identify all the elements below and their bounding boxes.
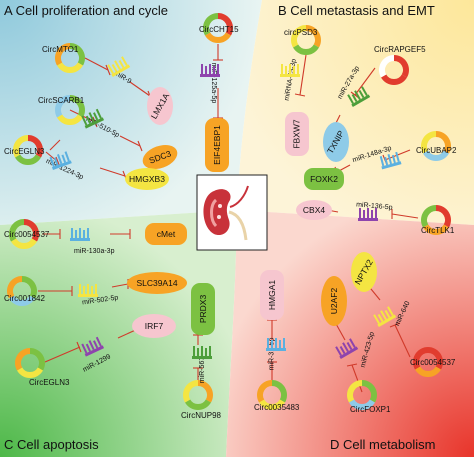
gene-fbxw7: FBXW7 (285, 112, 309, 156)
circrna-ring-icon (15, 348, 45, 378)
quadrant-b-title: B Cell metastasis and EMT (278, 3, 435, 18)
label-circnup98: CircNUP98 (181, 411, 222, 420)
gene-slc39a14: SLC39A14 (127, 272, 187, 294)
label-mir567: miR-567 (199, 356, 207, 384)
circrna-ring-icon (55, 95, 85, 125)
label-circtlk1: CircTLK1 (421, 226, 455, 235)
gene-hmgxb3: HMGXB3 (125, 168, 169, 190)
gene-irf7: IRF7 (132, 314, 176, 338)
label-mir125a: miR-125a-5p (210, 62, 218, 104)
kidney-icon (203, 185, 249, 241)
gene-hmga1: HMGA1 (260, 270, 284, 320)
circrna-ring-icon (379, 55, 409, 85)
circrna-ring-icon (203, 13, 233, 43)
circrna-ring-icon (7, 276, 37, 306)
circrna-ring-icon (55, 43, 85, 73)
label-mir130a: miR-130a-3p (74, 248, 115, 255)
label-circcht15: CircCHT15 (199, 25, 239, 34)
label-circpsd3: circPSD3 (284, 28, 318, 37)
label-circ0054537-c: Circ0054537 (4, 230, 50, 239)
quadrant-c-title: C Cell apoptosis (4, 437, 99, 452)
quadrant-b-bg (237, 0, 474, 225)
gene-eif4ebp1: EIF4EBP1 (205, 118, 229, 172)
label-circfoxp1: CircFOXP1 (350, 405, 391, 414)
gene-lmx1a: LMX1A (147, 87, 173, 125)
label-circegln3-a: CircEGLN3 (4, 147, 45, 156)
gene-nptx2: NPTX2 (351, 252, 377, 292)
circrna-ring-icon (9, 219, 39, 249)
gene-u2af2: U2AF2 (321, 276, 347, 326)
label-circubap2: CircUBAP2 (416, 146, 457, 155)
gene-cbx4: CBX4 (296, 200, 332, 220)
label-circ0035483: Circ0035483 (254, 403, 300, 412)
circrna-ring-icon (421, 131, 451, 161)
gene-cmet: cMet (145, 223, 187, 245)
gene-txnip: TXNIP (323, 122, 349, 162)
circrna-ring-icon (257, 380, 287, 410)
label-circ001842: Circ001842 (4, 294, 45, 303)
gene-prdx3: PRDX3 (191, 283, 215, 335)
label-circscarb1: CircSCARB1 (38, 96, 85, 105)
circrna-ring-icon (183, 380, 213, 410)
gene-foxk2: FOXK2 (304, 168, 344, 190)
circrna-ring-icon (291, 25, 321, 55)
quadrant-c-bg (0, 210, 237, 457)
label-circmto1: CircMTO1 (42, 45, 79, 54)
quadrant-a-title: A Cell proliferation and cycle (4, 3, 169, 18)
label-circrapgef5: CircRAPGEF5 (374, 45, 426, 54)
circrna-ring-icon (13, 135, 43, 165)
label-mir31: miR-31-5p (268, 337, 276, 371)
label-circegln3-c: CircEGLN3 (29, 378, 70, 387)
quadrant-d-title: D Cell metabolism (330, 437, 436, 452)
label-circ0054537-d: Circ0054537 (410, 358, 456, 367)
circrna-ring-icon (413, 347, 443, 377)
quadrant-d-bg (226, 210, 474, 457)
circrna-ring-icon (347, 380, 377, 410)
circrna-ring-icon (421, 205, 451, 235)
